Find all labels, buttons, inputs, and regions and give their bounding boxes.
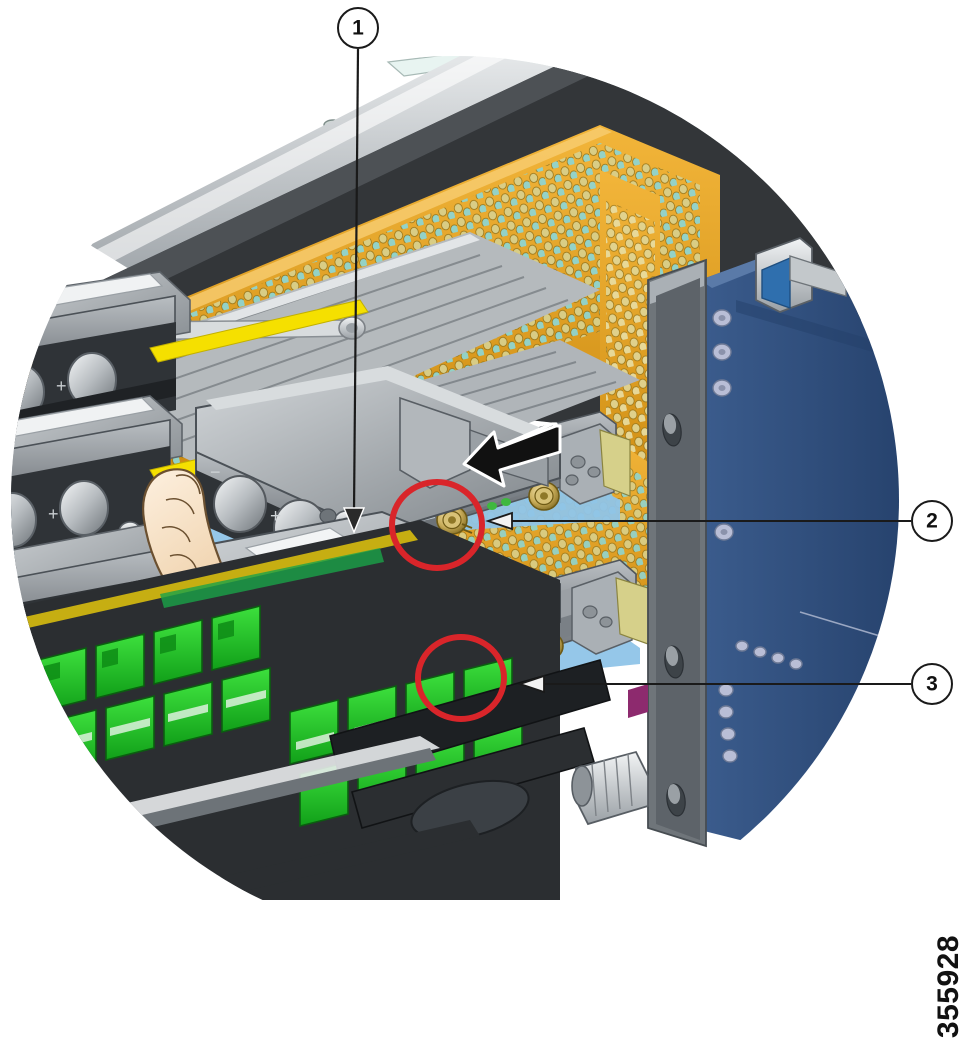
insertion-direction-arrow [462, 422, 562, 488]
callout-3: 3 [911, 663, 953, 705]
accent-magenta-tab [628, 684, 648, 718]
callout-3-leader [517, 674, 911, 694]
callout-3-number: 3 [926, 672, 938, 695]
callout-1-number: 1 [352, 16, 364, 39]
callout-2-leader [485, 511, 911, 531]
svg-text:+: + [48, 504, 59, 524]
captive-screw-upper-right [528, 481, 560, 511]
callout-2: 2 [911, 500, 953, 542]
svg-text:−: − [210, 462, 221, 482]
upper-captive-screw-highlight [389, 479, 485, 571]
callout-2-number: 2 [926, 509, 938, 532]
knurled-connector [571, 750, 649, 826]
svg-text:+: + [270, 506, 281, 527]
figure-root: + + [11, 7, 965, 1038]
lower-captive-screw-highlight [415, 634, 507, 722]
callout-1: 1 [337, 7, 379, 49]
illustration-canvas: + + [11, 48, 911, 918]
callout-1-leader [342, 48, 366, 534]
rack-mount-rail [647, 258, 707, 848]
svg-text:+: + [56, 376, 67, 396]
figure-id-label: 355928 [932, 935, 965, 1038]
rack-bracket-top [755, 236, 847, 313]
rack-side-panel-blue [700, 258, 899, 880]
